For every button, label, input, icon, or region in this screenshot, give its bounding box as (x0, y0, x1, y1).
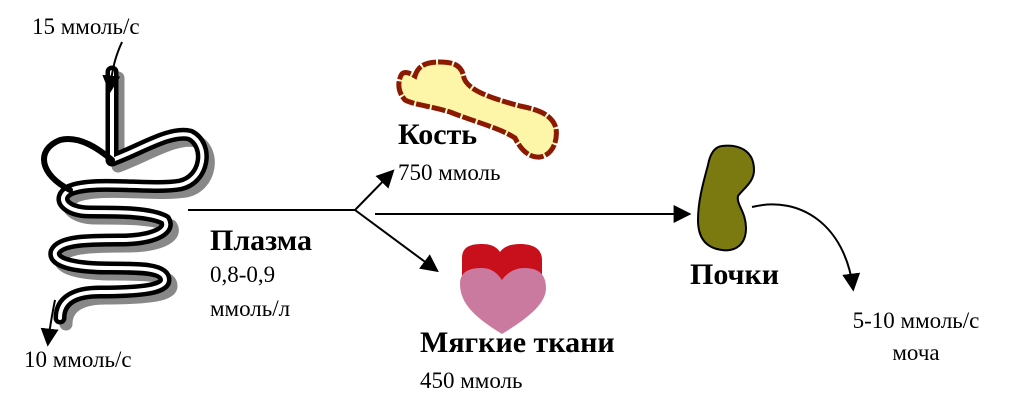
heart-body (460, 268, 546, 334)
soft-tissue-amount: 450 ммоль (420, 368, 523, 393)
intestine-icon (41, 65, 215, 331)
plasma-unit: ммоль/л (210, 296, 291, 321)
kidney-icon (696, 144, 756, 252)
urine-label: моча (892, 340, 940, 365)
plasma-to-soft-tissue-arrow (354, 209, 439, 273)
gut-excretion-rate-label: 10 ммоль/с (24, 347, 132, 372)
intake-rate-label: 15 ммоль/с (32, 14, 140, 39)
kidney-shape (696, 144, 756, 252)
intestine-shadow (54, 71, 215, 331)
intake-arrow (102, 41, 123, 94)
urine-rate: 5-10 ммоль/с (852, 308, 980, 333)
kidney-title: Почки (690, 258, 780, 291)
plasma-title: Плазма (210, 224, 313, 257)
bone-title: Кость (398, 118, 478, 151)
soft-tissue-title: Мягкие ткани (420, 326, 615, 359)
bone-shape (396, 59, 559, 160)
bone-amount: 750 ммоль (398, 160, 501, 185)
plasma-to-bone-arrow (354, 169, 395, 211)
gut-excretion-arrow (40, 299, 59, 347)
plasma-concentration: 0,8-0,9 (210, 262, 276, 287)
intestine-inner (52, 70, 205, 320)
bone-icon (396, 59, 559, 160)
kidney-to-urine-arrow (751, 203, 861, 292)
heart-icon (460, 244, 546, 334)
stomach-curve (41, 136, 115, 193)
